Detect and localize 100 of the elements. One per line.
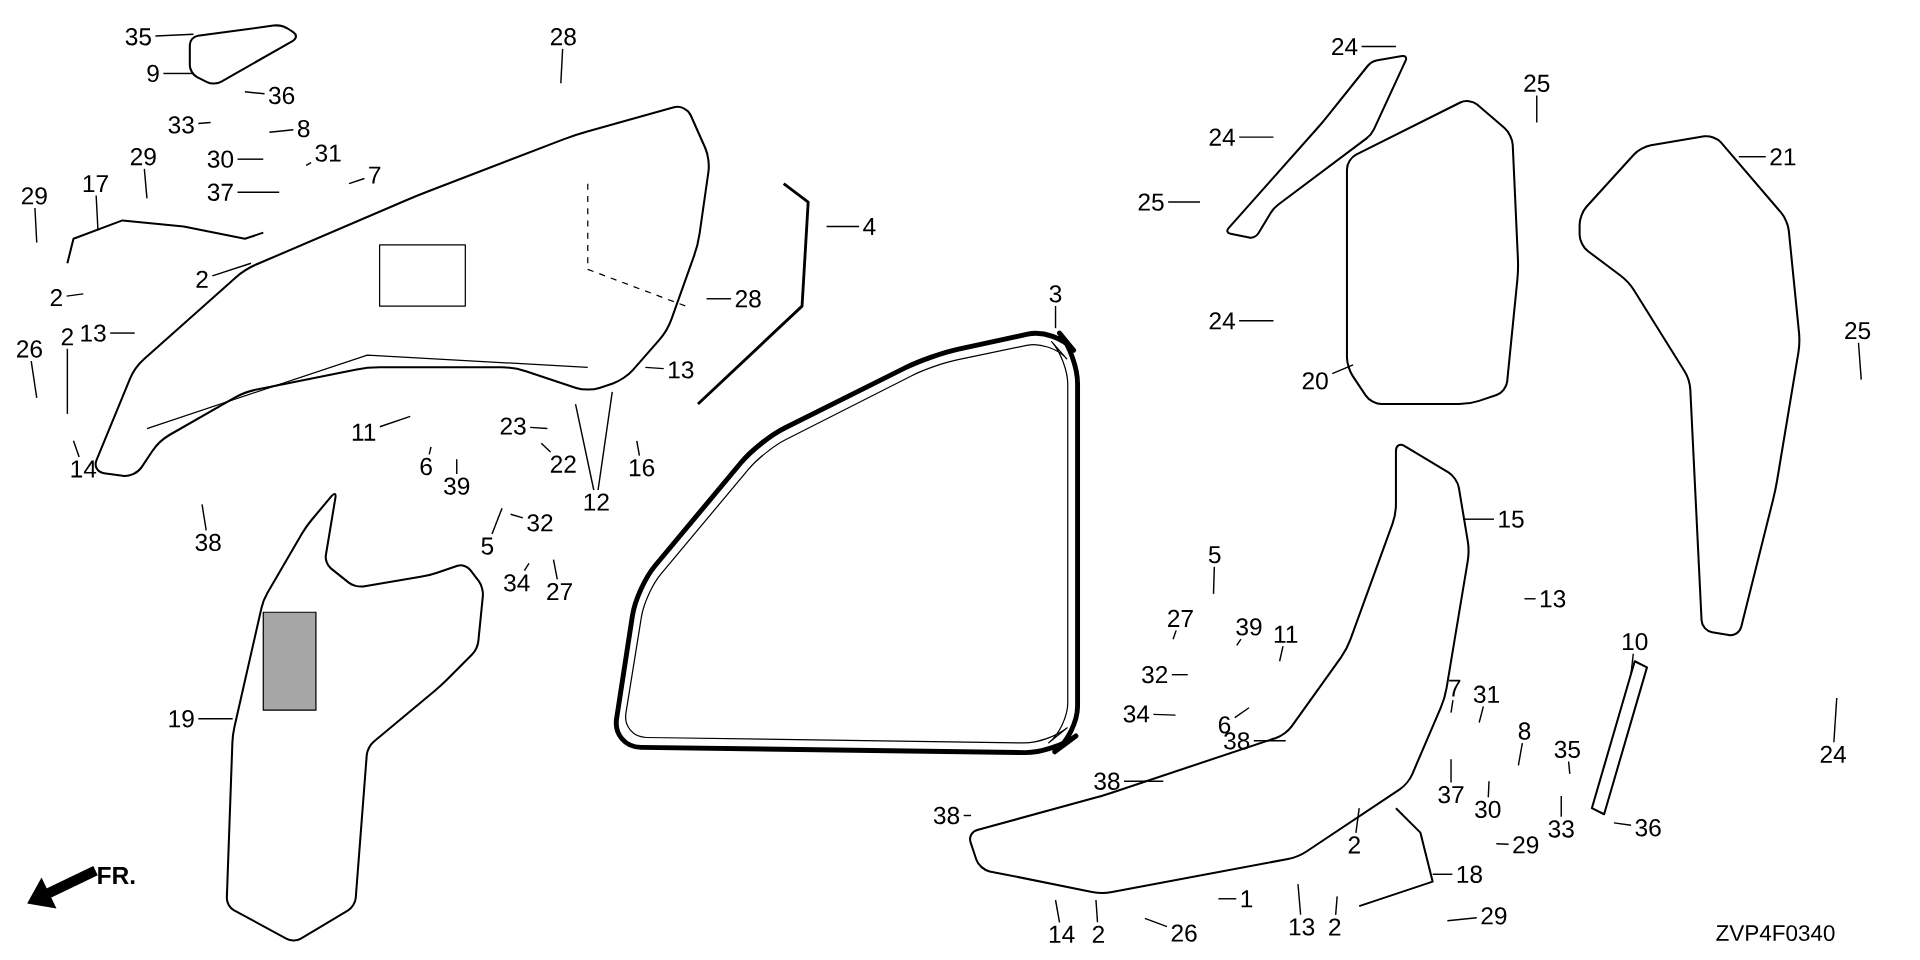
callout-number: 25	[1845, 321, 1871, 340]
callout-number: 24	[1332, 38, 1358, 56]
callout-number: 26	[1171, 924, 1197, 942]
callout-number: 11	[352, 423, 376, 441]
callout-number: 2	[50, 289, 62, 307]
callout-number: 32	[527, 514, 553, 532]
leader-line	[72, 440, 80, 458]
callout-number: 30	[207, 150, 234, 168]
diagram-code: ZVP4F0340	[1716, 925, 1835, 941]
leader-line	[1171, 673, 1189, 676]
leader-line	[197, 121, 212, 125]
leader-line	[1567, 760, 1571, 775]
leader-line	[456, 458, 458, 475]
leader-line	[1478, 705, 1485, 724]
leader-line	[1278, 645, 1284, 662]
leader-line	[1167, 201, 1201, 203]
callout-number: 2	[1348, 836, 1360, 854]
leader-line	[1331, 364, 1354, 375]
callout-number: 8	[1518, 722, 1531, 740]
leader-line	[1857, 342, 1862, 381]
callout-number: 2	[196, 270, 208, 288]
leader-line	[428, 446, 432, 456]
leader-line	[162, 72, 195, 75]
leader-line	[1523, 598, 1537, 600]
leader-line	[1054, 305, 1057, 329]
leader-line	[1487, 780, 1490, 798]
callout-number: 38	[1224, 732, 1250, 750]
leader-line	[1236, 638, 1242, 647]
callout-number: 34	[1123, 705, 1150, 723]
callout-number: 31	[1473, 685, 1499, 703]
callout-number: 31	[315, 144, 341, 162]
leader-line	[1234, 707, 1250, 719]
callout-number: 16	[629, 459, 655, 477]
callout-number: 33	[1548, 820, 1574, 838]
callout-number: 18	[1457, 865, 1482, 883]
leader-line	[348, 177, 366, 185]
callout-number: 2	[1092, 925, 1104, 943]
callout-number: 12	[584, 493, 609, 511]
leader-line	[211, 262, 252, 277]
leader-line	[66, 348, 69, 415]
callout-number: 27	[547, 582, 572, 600]
callout-number: 25	[1524, 74, 1550, 92]
callout-number: 39	[444, 477, 470, 495]
leader-line	[1054, 899, 1061, 924]
callout-number: 36	[268, 86, 295, 105]
leader-line	[1172, 629, 1177, 640]
callout-number: 26	[17, 340, 42, 358]
callout-number: 27	[1168, 609, 1193, 627]
callout-number: 7	[1449, 679, 1461, 697]
callout-number: 29	[21, 187, 47, 205]
callout-number: 1	[1241, 890, 1253, 908]
callout-number: 17	[83, 175, 108, 193]
leader-line	[268, 128, 295, 133]
callout-number: 24	[1209, 312, 1235, 330]
callout-number: 13	[1289, 918, 1315, 936]
callout-number: 11	[1274, 625, 1298, 643]
leader-line	[1144, 917, 1168, 928]
callout-number: 19	[169, 710, 194, 728]
leader-line	[1450, 758, 1452, 784]
callout-number: 8	[297, 119, 310, 138]
callout-number: 9	[147, 64, 159, 83]
leader-line	[1833, 697, 1838, 743]
leader-line	[30, 360, 38, 399]
leader-line	[636, 440, 641, 457]
callout-number: 23	[500, 417, 526, 435]
leader-line	[197, 718, 234, 720]
leader-line	[540, 442, 552, 453]
leader-line	[1123, 780, 1164, 782]
leader-line	[529, 426, 549, 430]
callout-number: 30	[1475, 800, 1501, 819]
callout-number: 6	[420, 457, 432, 476]
leader-line	[236, 158, 264, 160]
leader-line	[244, 91, 266, 95]
leader-line	[1238, 320, 1275, 322]
callout-number: 5	[481, 537, 494, 555]
leader-line	[552, 558, 558, 581]
leader-line	[560, 48, 564, 84]
callout-number: 38	[1094, 772, 1120, 790]
leader-line	[201, 503, 207, 532]
callout-number: 6	[1218, 716, 1231, 734]
leader-line	[1355, 807, 1360, 834]
leader-line	[1517, 742, 1524, 767]
leader-line	[574, 403, 595, 491]
leader-line	[1334, 895, 1338, 916]
callout-number: 14	[71, 460, 97, 478]
leader-line	[1431, 873, 1454, 875]
leader-line	[143, 168, 148, 200]
leader-line	[1253, 740, 1287, 742]
callout-number: 29	[1481, 907, 1507, 925]
callout-number: 28	[735, 290, 761, 308]
callout-number: 37	[1438, 786, 1464, 804]
leader-line	[509, 513, 524, 519]
callout-number: 37	[207, 183, 233, 201]
leader-line	[1462, 518, 1495, 520]
leader-line	[379, 415, 411, 428]
callout-number: 21	[1770, 148, 1796, 166]
callout-number: 34	[504, 574, 530, 592]
leader-line	[1217, 898, 1237, 900]
leader-line	[34, 207, 38, 244]
leader-line	[523, 562, 530, 572]
